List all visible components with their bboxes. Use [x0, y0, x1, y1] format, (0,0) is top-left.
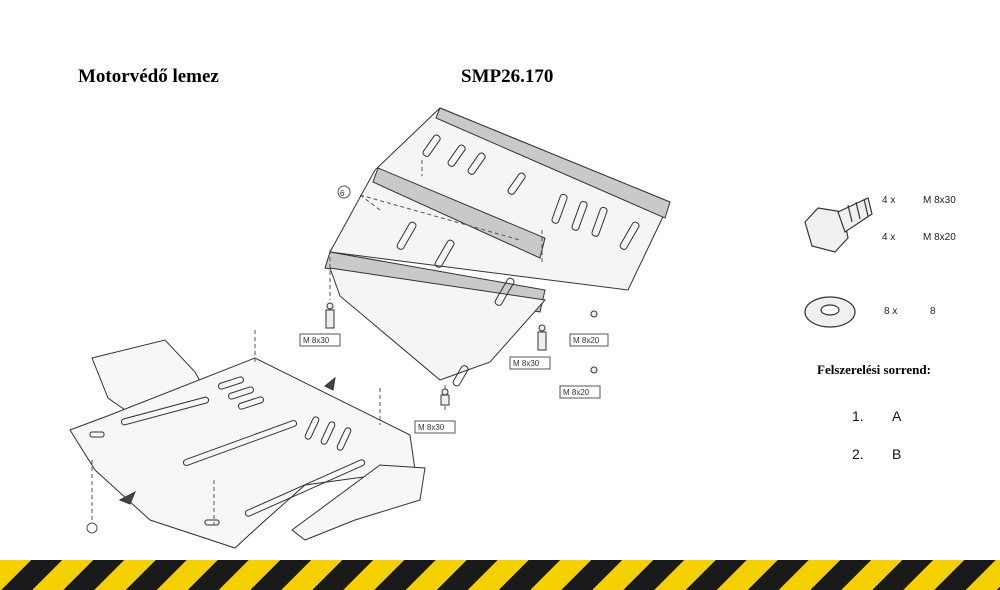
bolt-label-m820: M 8x20 [563, 388, 590, 397]
hazard-stripe [0, 560, 1000, 590]
plate-b-slots [396, 134, 640, 387]
hardware-spec: M 8x30 [923, 195, 956, 206]
assembly-step: 1. A [852, 408, 932, 424]
hardware-spec: M 8x20 [923, 232, 956, 243]
bolt-label-m830: M 8x30 [513, 359, 540, 368]
assembly-step: 2. B [852, 446, 932, 462]
callout-circle [337, 185, 351, 199]
assembly-guides [91, 160, 543, 525]
plate-a-slots [89, 376, 366, 526]
step-number: 1. [852, 408, 864, 424]
step-number: 2. [852, 446, 864, 462]
upper-plate-b [324, 107, 671, 387]
step-part: A [892, 408, 902, 424]
lower-plate-a [69, 339, 426, 549]
reference-circle [86, 522, 98, 534]
hardware-qty: 8 x [884, 306, 898, 317]
assembly-order-heading: Felszerelési sorrend: [817, 362, 931, 377]
assembly-diagram: 6 M 8x30 M 8x30 M 8x30 M 8x20 M 8x20 [69, 107, 873, 549]
product-code: SMP26.170 [461, 66, 554, 87]
hardware-qty: 4 x [882, 232, 896, 243]
hardware-qty: 4 x [882, 195, 896, 206]
bolt-label-m830: M 8x30 [303, 336, 330, 345]
bolt-icon [804, 197, 873, 253]
bolt-label-m830: M 8x30 [418, 423, 445, 432]
washer-icon [804, 296, 856, 328]
bolt-label-m820: M 8x20 [573, 336, 600, 345]
step-part: B [892, 446, 902, 462]
diagram-bolts [325, 302, 598, 406]
hardware-spec: 8 [930, 306, 936, 317]
callout-number: 6 [340, 189, 345, 198]
product-title: Motorvédő lemez [78, 66, 219, 87]
